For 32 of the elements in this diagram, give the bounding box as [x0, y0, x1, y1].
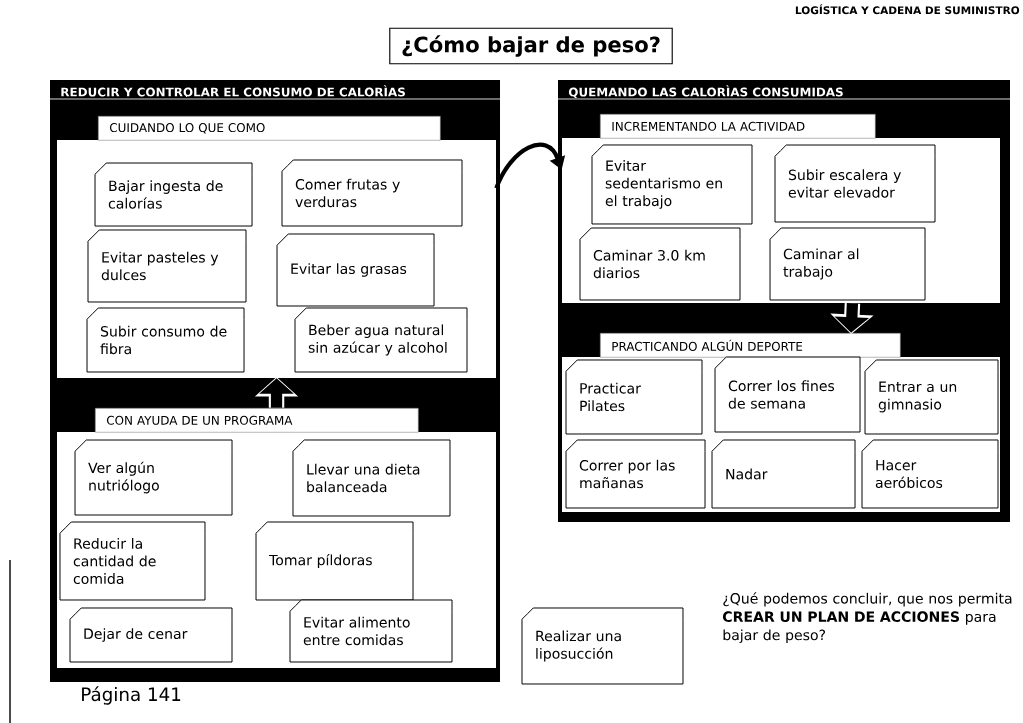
note-box: Tomar píldoras [255, 521, 414, 601]
node-label: CUIDANDO LO QUE COMO [109, 123, 265, 134]
note-box: Caminar 3.0 km diarios [579, 227, 741, 301]
note-box: Evitar pasteles y dulces [87, 229, 247, 303]
note-box: Hacer aeróbicos [861, 439, 999, 509]
note-box: Comer frutas y verduras [281, 159, 463, 227]
node-label: INCREMENTANDO LA ACTIVIDAD [612, 121, 805, 131]
note-box: Reducir la cantidad de comida [59, 521, 206, 601]
note-box: Practicar Pilates [565, 359, 703, 435]
title-box: ¿Cómo bajar de peso? [389, 27, 673, 65]
note-box: Nadar [711, 439, 856, 509]
node-label: CON AYUDA DE UN PROGRAMA [106, 415, 293, 425]
note-box: Llevar una dieta balanceada [292, 439, 451, 517]
note-box: Entrar a un gimnasio [864, 359, 999, 435]
note-box: Subir consumo de fibra [86, 307, 245, 373]
note-box: Realizar una liposucción [521, 607, 684, 685]
note-box: Correr por las mañanas [565, 439, 706, 509]
note-box: Caminar al trabajo [769, 227, 926, 301]
page-number: Página 141 [82, 686, 181, 705]
note-box: Evitar alimento entre comidas [289, 599, 453, 663]
note-box: Beber agua natural sin azúcar y alcohol [294, 307, 468, 373]
note-box: Correr los fines de semana [714, 356, 861, 433]
arrow [494, 142, 566, 189]
node-label: PRACTICANDO ALGÚN DEPORTE [612, 339, 803, 351]
running-header: LOGÍSTICA Y CADENA DE SUMINISTRO [795, 4, 1020, 15]
note-box: Dejar de cenar [69, 607, 233, 663]
note-box: Evitar las grasas [276, 233, 435, 307]
note-box: Evitar sedentarismo en el trabajo [591, 144, 753, 225]
note-box: Subir escalera y evitar elevador [774, 144, 936, 223]
note-box: Ver algún nutriólogo [74, 439, 233, 516]
note-box: Bajar ingesta de calorías [94, 162, 253, 227]
question-text: ¿Qué podemos concluir, que nos permita CREAR UN PLAN DE ACCIONES para bajar de peso? [723, 592, 1012, 643]
